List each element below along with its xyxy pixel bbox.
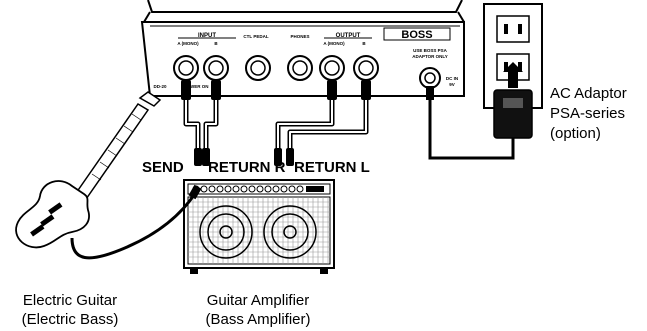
amp-plugs: [194, 148, 294, 166]
cables: [183, 98, 369, 150]
plug-arrow-icon: [503, 62, 523, 88]
ac-adaptor-caption-line2: PSA-series: [550, 105, 626, 122]
brand-logo-text: BOSS: [401, 29, 432, 41]
adaptor-note-line1: USE BOSS PSA: [413, 48, 448, 53]
output-b-label: B: [362, 41, 366, 46]
pedal-plugs: [181, 80, 371, 100]
return-l-label: RETURN L: [294, 159, 370, 176]
send-label: SEND: [142, 159, 184, 176]
guitar-amplifier: [183, 179, 335, 274]
phones-jack[interactable]: [287, 55, 313, 81]
guitar-caption: Electric Guitar (Electric Bass): [0, 291, 140, 329]
input-group-label: INPUT: [198, 33, 216, 39]
amp-speaker-left: [199, 205, 253, 259]
return-r-label: RETURN R: [208, 159, 286, 176]
input-a-label: A (MONO): [177, 41, 199, 46]
output-a-label: A (MONO): [323, 41, 345, 46]
amp-caption-line2: (Bass Amplifier): [205, 311, 311, 328]
ac-adaptor-caption-line3: (option): [550, 125, 601, 142]
ctl-pedal-label: CTL PEDAL: [243, 34, 268, 39]
dc-in-jack[interactable]: [419, 67, 441, 89]
electric-guitar: [15, 91, 202, 260]
output-group-label: OUTPUT: [336, 33, 361, 39]
brand-logo: [383, 27, 451, 41]
effects-pedal: BOSS INPUT A (MONO) B CTL PEDAL PHONES O…: [140, 0, 465, 97]
model-label: DD-20: [153, 84, 167, 89]
adaptor-note-line2: ADAPTOR ONLY: [412, 54, 448, 59]
phones-label: PHONES: [290, 34, 309, 39]
output-a-jack[interactable]: [319, 55, 345, 81]
dc-in-label: DC IN: [446, 76, 458, 81]
ctl-pedal-jack[interactable]: [245, 55, 271, 81]
power-on-label: POWER ON: [183, 84, 208, 89]
amp-power-switch: [306, 186, 324, 192]
ac-adaptor-caption-line1: AC Adaptor: [550, 85, 627, 102]
ac-adaptor-caption: AC Adaptor PSA-series (option): [550, 84, 627, 144]
ac-adaptor: [426, 86, 533, 160]
amp-caption: Guitar Amplifier (Bass Amplifier): [183, 291, 333, 329]
dc-in-voltage-label: 9V: [449, 82, 455, 87]
wall-outlet: [483, 3, 543, 109]
amp-speaker-right: [263, 205, 317, 259]
guitar-caption-line2: (Electric Bass): [21, 311, 119, 328]
input-a-jack[interactable]: [173, 55, 199, 81]
output-b-jack[interactable]: [353, 55, 379, 81]
input-b-jack[interactable]: [203, 55, 229, 81]
guitar-caption-line1: Electric Guitar: [22, 292, 118, 309]
input-b-label: B: [214, 41, 218, 46]
amp-caption-line1: Guitar Amplifier: [206, 292, 310, 309]
